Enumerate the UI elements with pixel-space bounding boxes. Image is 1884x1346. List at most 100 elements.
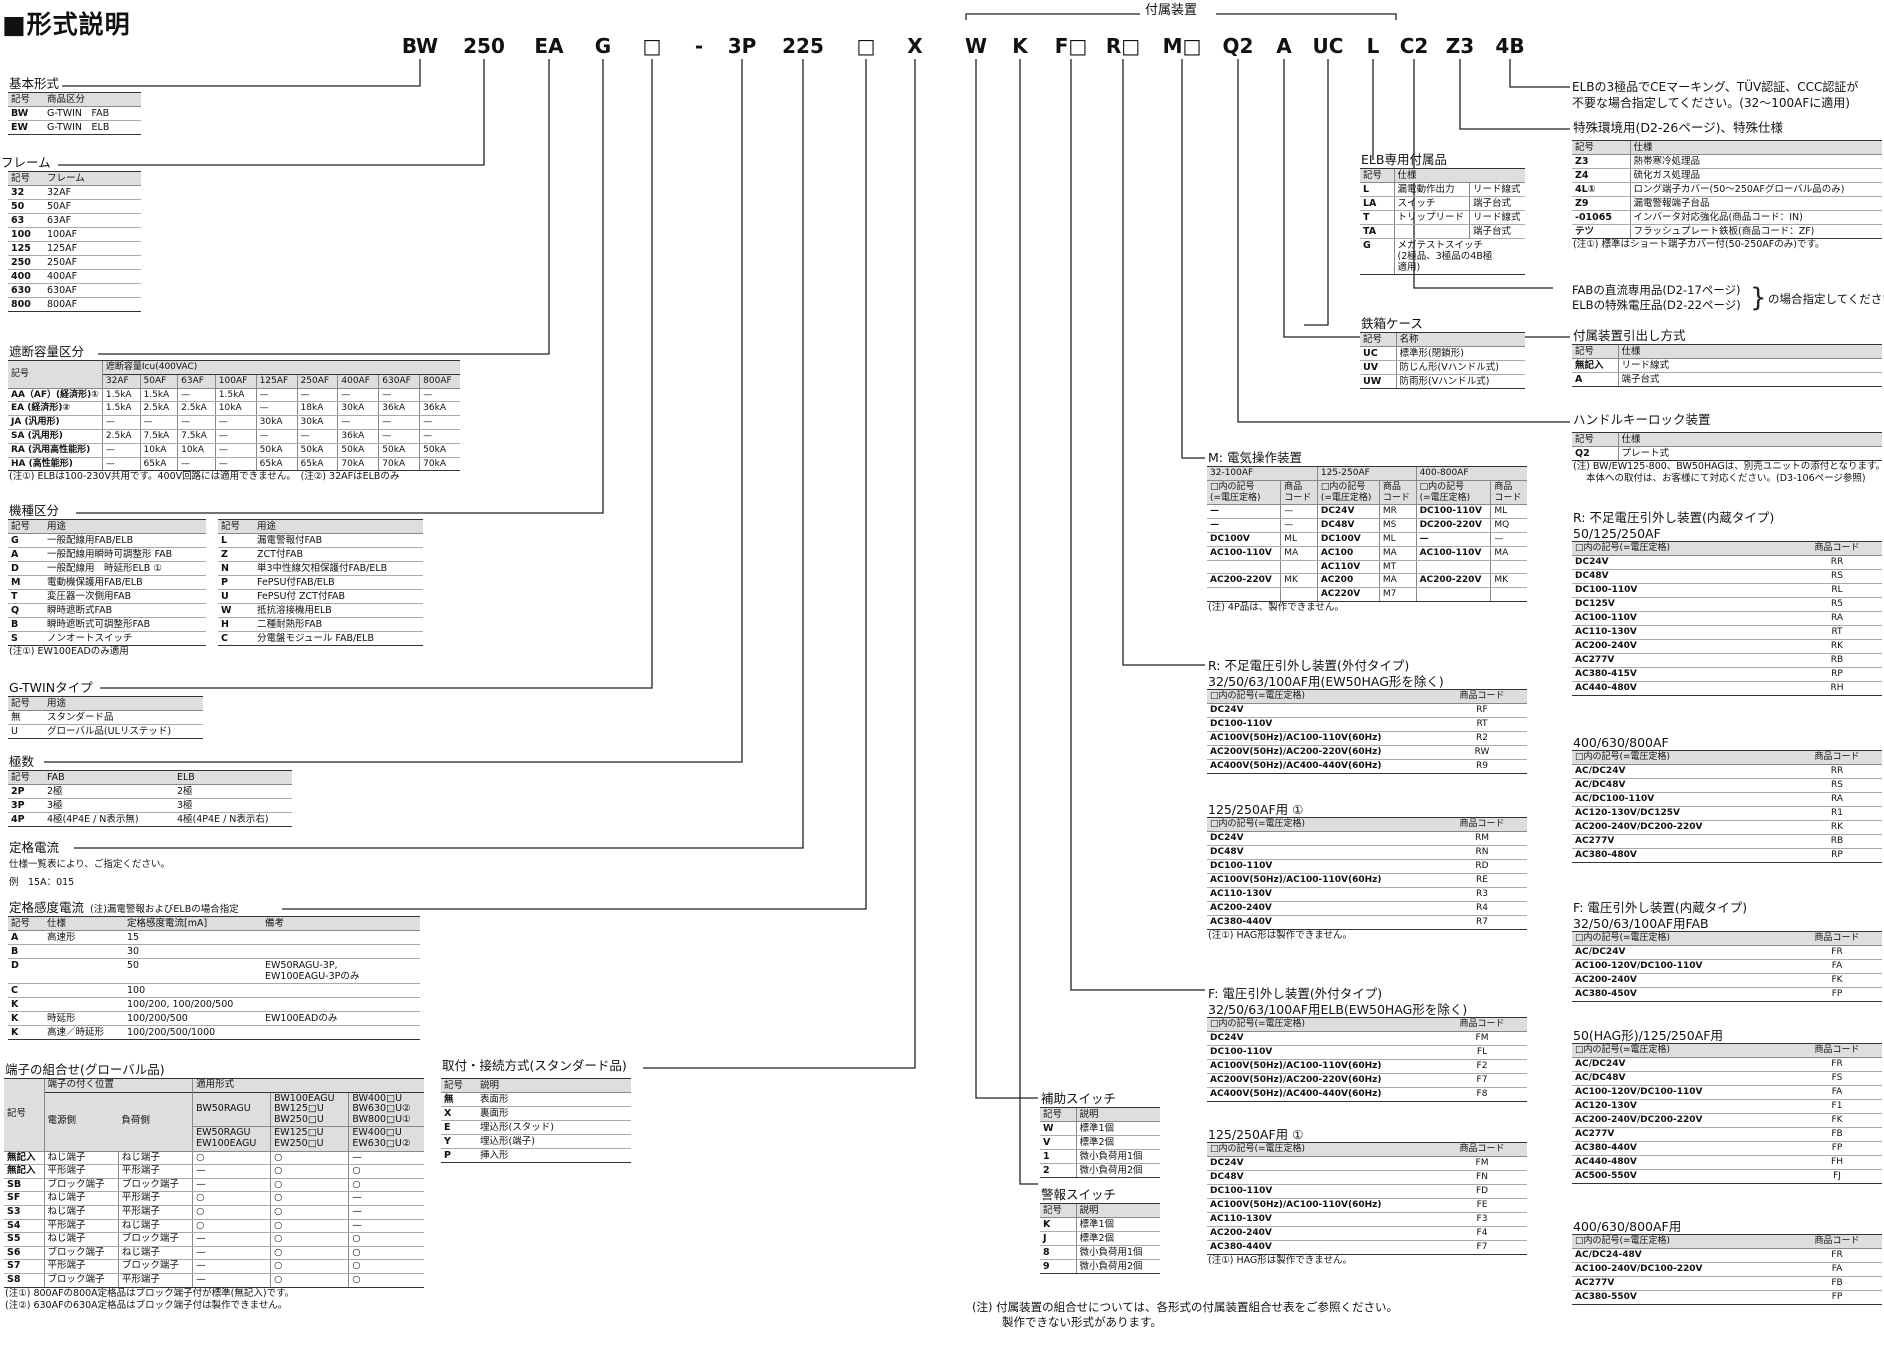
table-cell: ○ xyxy=(348,1232,424,1247)
model-code-segment: M□ xyxy=(1162,34,1202,58)
section-header: F: 電圧引外し装置(内蔵タイプ) xyxy=(1573,900,1748,915)
table-cell: FR xyxy=(1792,1057,1882,1072)
rated-current-block: 定格電流 仕様一覧表により、ご指定ください。 例 15A：015 xyxy=(8,840,268,889)
table-cell: — xyxy=(214,443,257,458)
table-cell: ねじ端子 xyxy=(117,1151,193,1166)
table-cell xyxy=(1415,560,1491,575)
table-cell: 漏電警報付FAB xyxy=(254,533,423,548)
table-cell: RB xyxy=(1792,653,1882,668)
note: (注①) EW100EADのみ適用 xyxy=(9,646,129,657)
col-header: 遮断容量Icu(400VAC) xyxy=(101,360,460,375)
table-cell: 2.5kA xyxy=(101,429,141,444)
table-cell: FR xyxy=(1792,945,1882,960)
table-cell: 二種耐熱形FAB xyxy=(254,617,423,632)
app-form: EW100EAGU xyxy=(196,1137,257,1149)
4b-note-line2: 不要な場合指定してください。(32〜100AFに適用) xyxy=(1572,96,1850,110)
table-row: AC100V(50Hz)/AC100-110V(60Hz)R2 xyxy=(1207,731,1527,746)
section-header: R: 不足電圧引外し装置(外付タイプ) xyxy=(1208,658,1410,673)
note: (注①) 標準はショート端子カバー付(50-250AFのみ)です。 xyxy=(1573,239,1825,250)
col-header: 63AF xyxy=(177,373,216,389)
table-cell: — xyxy=(255,401,298,417)
table-cell: ZCT付FAB xyxy=(254,547,423,562)
table-cell: TA xyxy=(1360,224,1394,239)
table-cell: A xyxy=(8,547,44,562)
col-header: 端子の付く位置 xyxy=(43,1078,193,1093)
table-cell: ブロック端子 xyxy=(117,1178,193,1193)
section-header: 補助スイッチ xyxy=(1041,1091,1117,1106)
table-cell: 2.5kA xyxy=(177,401,216,417)
col-header: 仕様 xyxy=(1629,140,1882,155)
col-header: 用途 xyxy=(44,696,203,711)
table-cell: ロング端子カバー(50〜250AFグローバル品のみ) xyxy=(1629,182,1882,197)
table-cell: RF xyxy=(1437,703,1527,718)
table-cell: ○ xyxy=(348,1259,424,1274)
table-row: AC100V(50Hz)/AC100-110V(60Hz)RE xyxy=(1207,873,1527,888)
table-cell: P xyxy=(218,575,254,590)
table-cell: AC/DC24-48V xyxy=(1572,1248,1792,1263)
table-cell: 一般配線用FAB/ELB xyxy=(44,533,206,548)
table-cell: AC100-120V/DC100-110V xyxy=(1572,1085,1792,1100)
table-cell: D xyxy=(8,958,44,984)
table-cell: A xyxy=(8,930,44,945)
model-code-segment: 250 xyxy=(463,34,505,58)
table-cell: ○ xyxy=(192,1219,271,1234)
table-cell: RL xyxy=(1792,583,1882,598)
table-cell: RW xyxy=(1437,745,1527,760)
table-cell: S4 xyxy=(4,1219,44,1234)
table-cell: 高速／時延形 xyxy=(44,1025,124,1040)
section-header: 端子の組合せ(グローバル品) xyxy=(5,1062,165,1077)
app-form: EW125□U xyxy=(274,1127,324,1139)
table-cell: RH xyxy=(1792,681,1882,696)
table-cell: MT xyxy=(1378,560,1417,575)
table-cell: 800 xyxy=(8,297,44,312)
table-cell: FePSU付FAB/ELB xyxy=(254,575,423,590)
table-cell: 50kA xyxy=(255,443,298,458)
table-cell: ○ xyxy=(348,1164,424,1179)
table-cell: — xyxy=(1280,518,1318,533)
table-cell: ML xyxy=(1378,532,1417,547)
table-cell: — xyxy=(192,1178,271,1193)
table-cell: 平形端子 xyxy=(117,1164,193,1179)
model-code-segment: G xyxy=(594,34,612,58)
table-cell: 4P xyxy=(8,812,44,827)
col-header: 商品コード xyxy=(1792,931,1882,946)
header-row: □内の記号(=電圧定格)商品コード xyxy=(1207,689,1527,704)
col-header: 125AF xyxy=(255,373,298,389)
table-cell: AC277V xyxy=(1572,653,1792,668)
section-header: 基本形式 xyxy=(9,76,60,91)
table-cell: 70kA xyxy=(378,457,420,472)
model-code-segment: 225 xyxy=(782,34,824,58)
table-cell: DC100-110V xyxy=(1207,1184,1437,1199)
rated-current-text: 仕様一覧表により、ご指定ください。 xyxy=(9,859,170,870)
table-cell: AC/DC24V xyxy=(1572,1057,1792,1072)
model-code-segment: C2 xyxy=(1399,34,1429,58)
col-header: 商品コード xyxy=(1437,1017,1527,1032)
table-cell: 65kA xyxy=(296,457,338,472)
table-cell: Z4 xyxy=(1572,168,1630,183)
table-cell: ○ xyxy=(192,1151,271,1166)
table-cell: G xyxy=(1360,238,1394,275)
col-header: 記号 xyxy=(8,519,44,534)
